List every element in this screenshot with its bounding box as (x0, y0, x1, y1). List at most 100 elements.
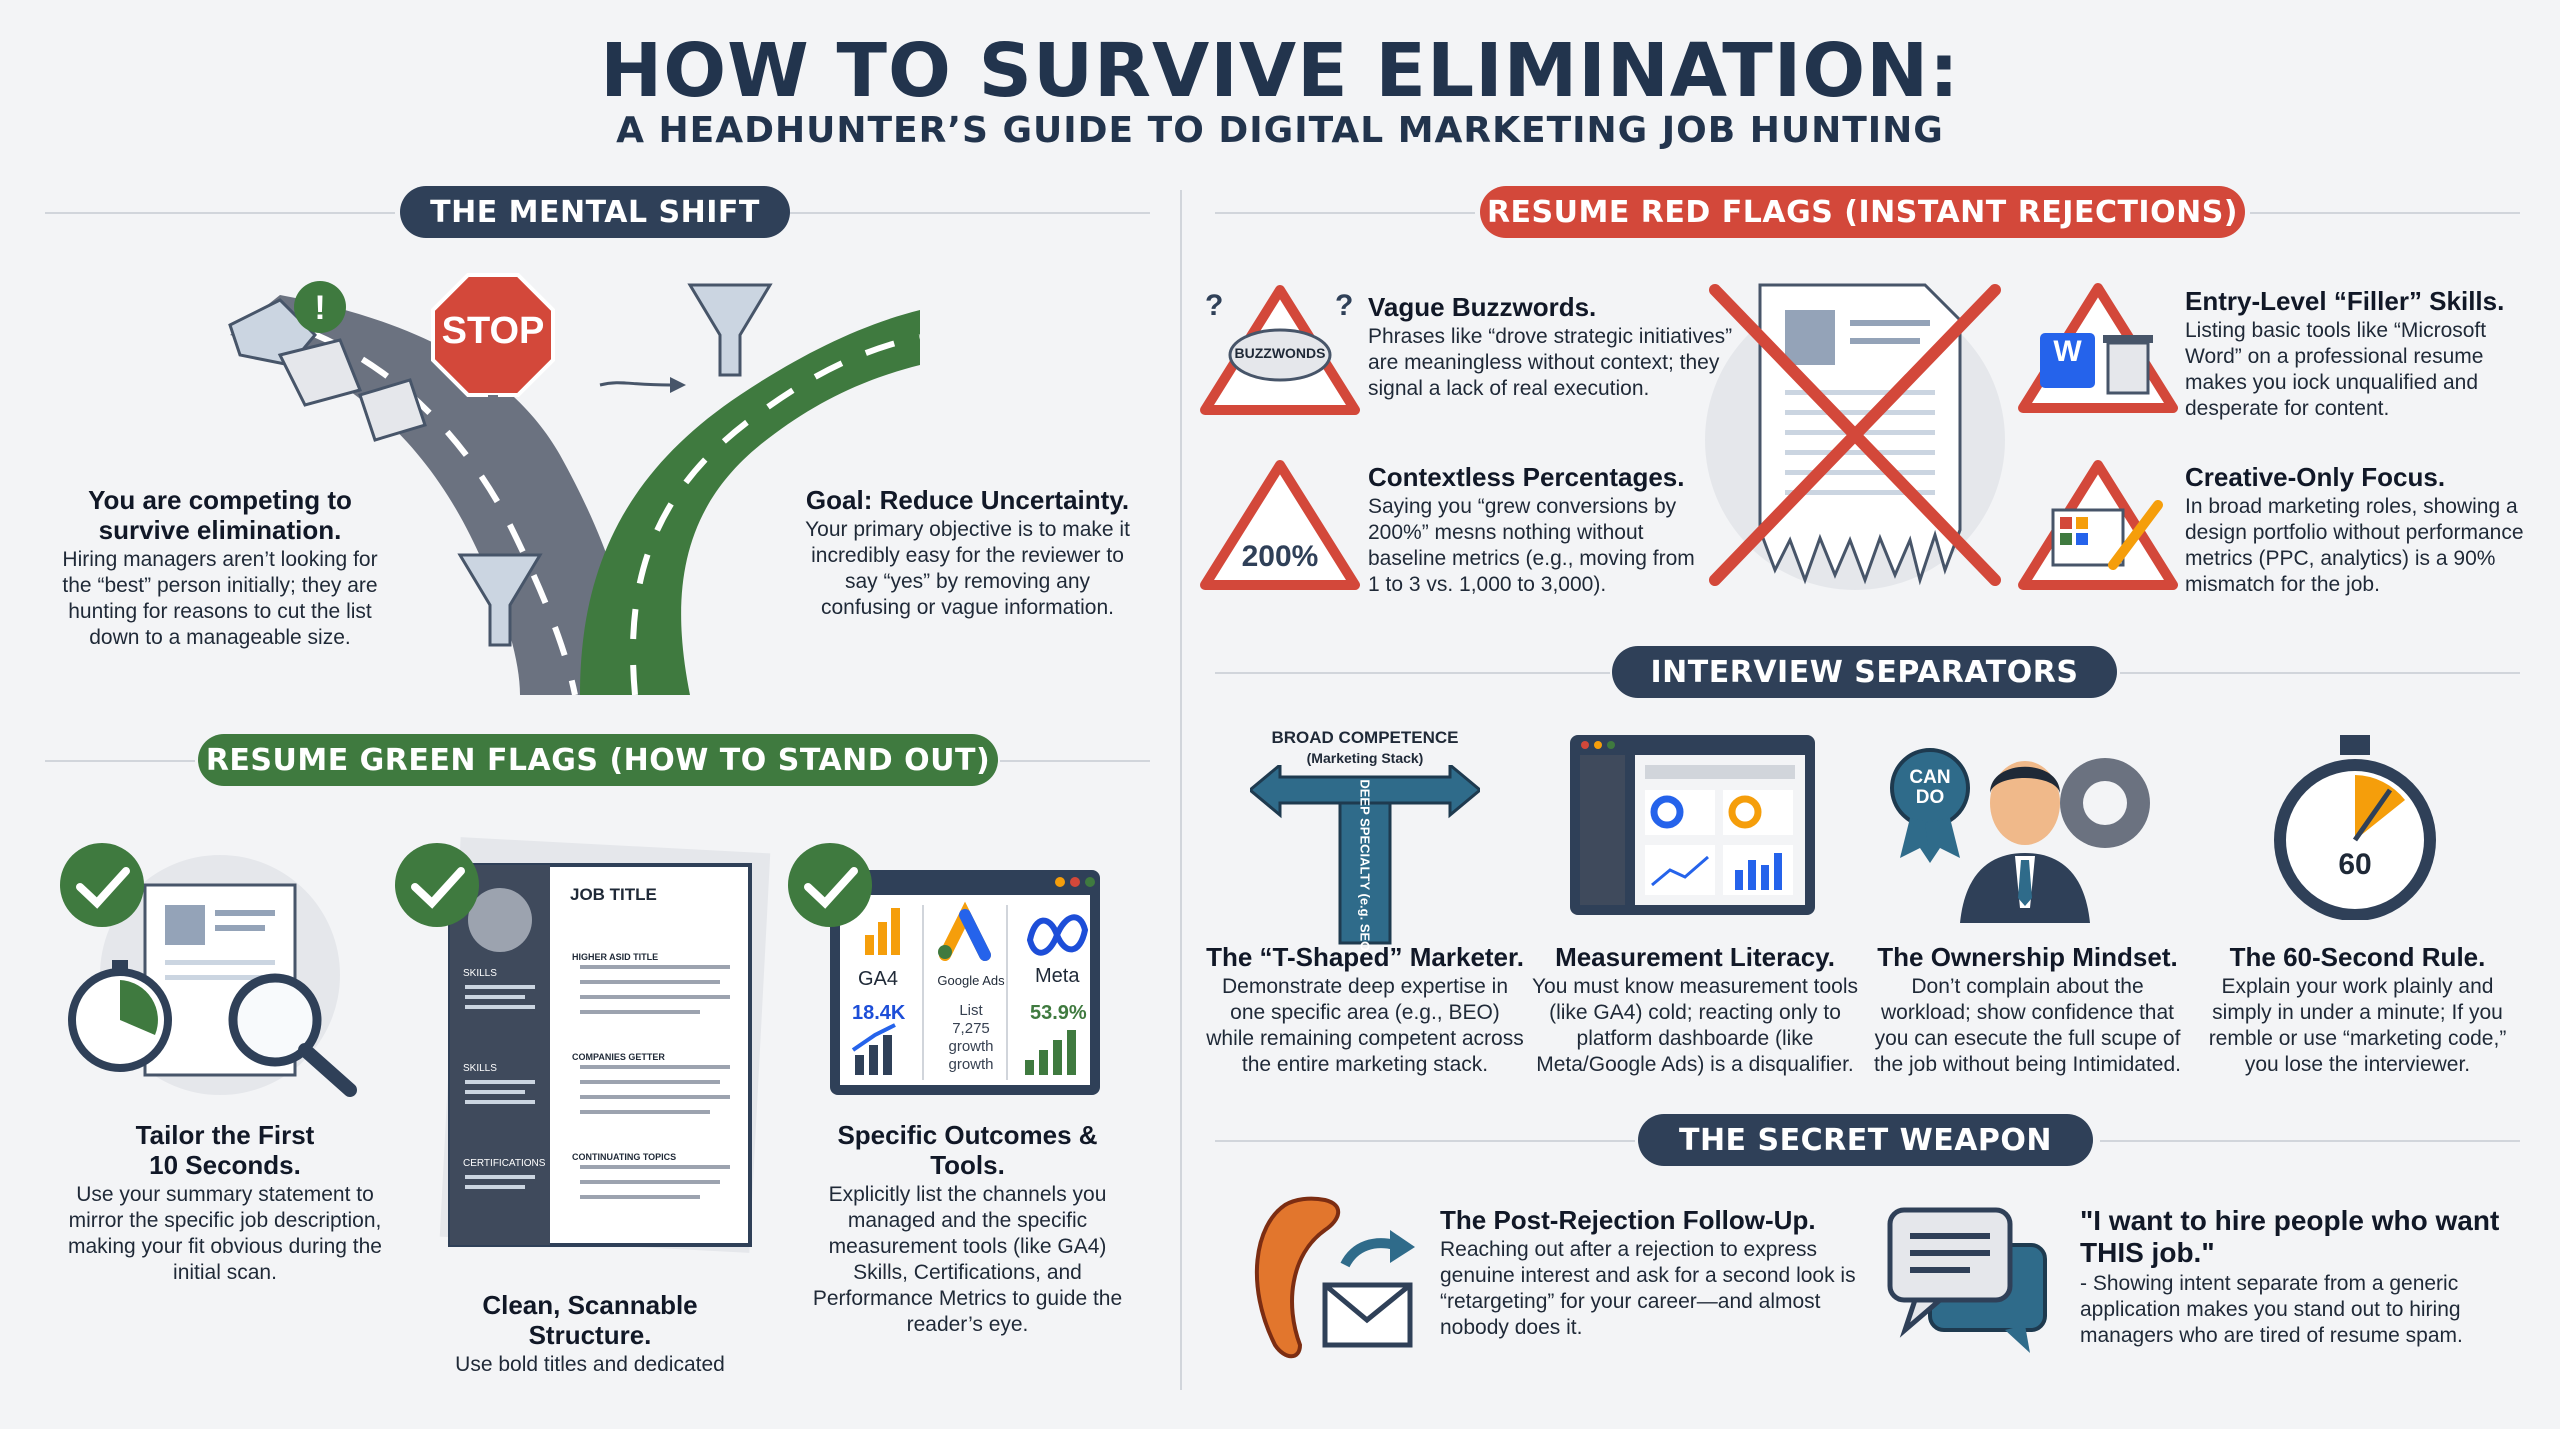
checkmark-icon (60, 843, 144, 927)
can-do-badge-icon (1890, 748, 1970, 863)
red-flag-2-body: Saying you “grew conversions by 200%” me… (1368, 495, 1695, 596)
can-do-badge-text: CAN DO (1909, 767, 1951, 808)
interview-4: The 60-Second Rule. Explain your work pl… (2195, 942, 2520, 1078)
growth-chart-icon-2 (1025, 1030, 1076, 1075)
interview-1: The “T-Shaped” Marketer. Demonstrate dee… (1205, 942, 1525, 1078)
secret-left: The Post-Rejection Follow-Up. Reaching o… (1440, 1205, 1860, 1341)
speech-bubbles-icon (1887, 1207, 2047, 1353)
tool-name-ga4: GA4 (858, 968, 899, 990)
checkmark-icon-3 (788, 843, 872, 927)
section-red-flags: RESUME RED FLAGS (INSTANT REJECTIONS) (1480, 186, 2245, 238)
red-flag-3-heading: Entry-Level “Filler” Skills. (2185, 286, 2505, 316)
page-subtitle: A HEADHUNTER’S GUIDE TO DIGITAL MARKETIN… (616, 110, 1944, 151)
t-shape-icon (1250, 765, 1480, 945)
green-flag-2-body: Use bold titles and dedicated (455, 1353, 725, 1376)
magnifier-icon (228, 973, 322, 1067)
tools-dashboard-illustration (788, 843, 1100, 1095)
stop-sign-icon (431, 273, 555, 397)
percentage-warning-icon (1200, 460, 1360, 590)
t-shape-title: BROAD COMPETENCE (1271, 728, 1459, 747)
tool-name-meta: Meta (1035, 965, 1080, 987)
divider-left-mid-2 (1000, 760, 1150, 762)
secret-right: "I want to hire people who want THIS job… (2080, 1205, 2520, 1349)
mental-shift-left-body: Hiring managers aren’t looking for the “… (62, 548, 378, 649)
palette-warning-icon (2018, 460, 2178, 590)
divider-right-top (1215, 212, 1475, 214)
divider-right-mid (1215, 672, 1610, 674)
t-shape-vertical-label: DEEP SPECIALTY (e.g. SEO) (1357, 779, 1373, 956)
svg-text:STOP: STOP (442, 310, 545, 352)
divider-vertical (1180, 190, 1182, 1390)
red-flag-3: Entry-Level “Filler” Skills. Listing bas… (2185, 286, 2535, 422)
green-flag-1: Tailor the First 10 Seconds. Use your su… (60, 1120, 390, 1286)
secret-right-body: - Showing intent separate from a generic… (2080, 1272, 2463, 1347)
resume-label-companies: COMPANIES GETTER (572, 1052, 665, 1062)
tool-metric-google-ads: List 7,275 growth growth (948, 1002, 994, 1073)
ownership-person-icon (1890, 748, 2150, 923)
svg-text:?: ? (1205, 289, 1223, 322)
green-flag-1-body: Use your summary statement to mirror the… (67, 1183, 382, 1284)
mental-shift-right-body: Your primary objective is to make it inc… (805, 518, 1130, 619)
divider-left-top-2 (790, 212, 1150, 214)
word-icon-text: W (2053, 335, 2082, 368)
buzzwords-warning-icon: ? ? (1200, 285, 1360, 415)
divider-right-mid-2 (2120, 672, 2520, 674)
resume-label-job-title: JOB TITLE (570, 885, 657, 904)
section-mental-shift: THE MENTAL SHIFT (400, 186, 790, 238)
divider-left-mid (45, 760, 195, 762)
resume-template-illustration (395, 837, 771, 1253)
resume-label-continuating: CONTINUATING TOPICS (572, 1152, 677, 1162)
secret-left-body: Reaching out after a rejection to expres… (1440, 1238, 1856, 1339)
red-flag-1: Vague Buzzwords. Phrases like “drove str… (1368, 292, 1738, 402)
secret-right-heading: "I want to hire people who want THIS job… (2080, 1205, 2500, 1268)
interview-4-heading: The 60-Second Rule. (2229, 942, 2486, 972)
interview-2: Measurement Literacy. You must know meas… (1530, 942, 1860, 1078)
divider-right-low (1215, 1140, 1635, 1142)
interview-3: The Ownership Mindset. Don’t complain ab… (1865, 942, 2190, 1078)
svg-text:?: ? (1335, 289, 1353, 322)
checkmark-icon-2 (395, 843, 479, 927)
growth-chart-icon (851, 1023, 896, 1075)
green-flag-2: Clean, Scannable Structure. Use bold tit… (420, 1290, 760, 1378)
t-shape-subtitle: (Marketing Stack) (1306, 750, 1424, 766)
red-flag-1-heading: Vague Buzzwords. (1368, 292, 1597, 322)
divider-right-top-2 (2250, 212, 2520, 214)
interview-2-heading: Measurement Literacy. (1555, 942, 1835, 972)
resume-label-certifications: CERTIFICATIONS (463, 1158, 546, 1169)
divider-left-top (45, 212, 395, 214)
red-flag-4-body: In broad marketing roles, showing a desi… (2185, 495, 2524, 596)
interview-3-body: Don’t complain about the workload; show … (1873, 975, 2182, 1076)
red-flag-2: Contextless Percentages. Saying you “gre… (1368, 462, 1708, 598)
red-flag-4-heading: Creative-Only Focus. (2185, 462, 2446, 492)
meta-icon (1026, 914, 1089, 956)
green-flag-3-heading: Specific Outcomes & Tools. (837, 1120, 1098, 1180)
interview-1-heading: The “T-Shaped” Marketer. (1206, 942, 1524, 972)
mental-shift-right: Goal: Reduce Uncertainty. Your primary o… (800, 485, 1135, 621)
stopwatch-60-icon (2274, 735, 2436, 920)
buzzwords-icon-text: BUZZWONDS (1234, 345, 1326, 361)
interview-2-body: You must know measurement tools (like GA… (1531, 975, 1859, 1076)
road-fork-illustration: ! (228, 273, 920, 695)
tool-metric-meta: 53.9% (1030, 1002, 1087, 1024)
funnel-icon-2 (457, 553, 543, 647)
resume-label-skills: SKILLS (463, 968, 497, 979)
boomerang-envelope-icon (1254, 1196, 1415, 1359)
tool-metric-ga4: 18.4K (852, 1002, 906, 1024)
resume-label-skills-2: SKILLS (463, 1063, 497, 1074)
red-flag-1-body: Phrases like “drove strategic initiative… (1368, 325, 1733, 400)
ga4-icon (865, 908, 900, 955)
timer-text: 60 (2338, 848, 2372, 881)
mental-shift-right-heading: Goal: Reduce Uncertainty. (805, 485, 1130, 515)
tailor-illustration (60, 843, 357, 1097)
green-flag-3-body: Explicitly list the channels you managed… (812, 1183, 1123, 1336)
analytics-dashboard-icon (1570, 735, 1815, 915)
page-title: HOW TO SURVIVE ELIMINATION: (600, 28, 1960, 114)
mental-shift-left-heading: You are competing to survive elimination… (88, 485, 352, 545)
mental-shift-left: You are competing to survive elimination… (60, 485, 380, 651)
green-flag-1-heading: Tailor the First 10 Seconds. (135, 1120, 315, 1180)
interview-4-body: Explain your work plainly and simply in … (2208, 975, 2507, 1076)
funnel-icon (687, 283, 773, 377)
exclamation-icon (294, 281, 346, 333)
red-flag-4: Creative-Only Focus. In broad marketing … (2185, 462, 2535, 598)
section-secret-weapon: THE SECRET WEAPON (1638, 1114, 2093, 1166)
